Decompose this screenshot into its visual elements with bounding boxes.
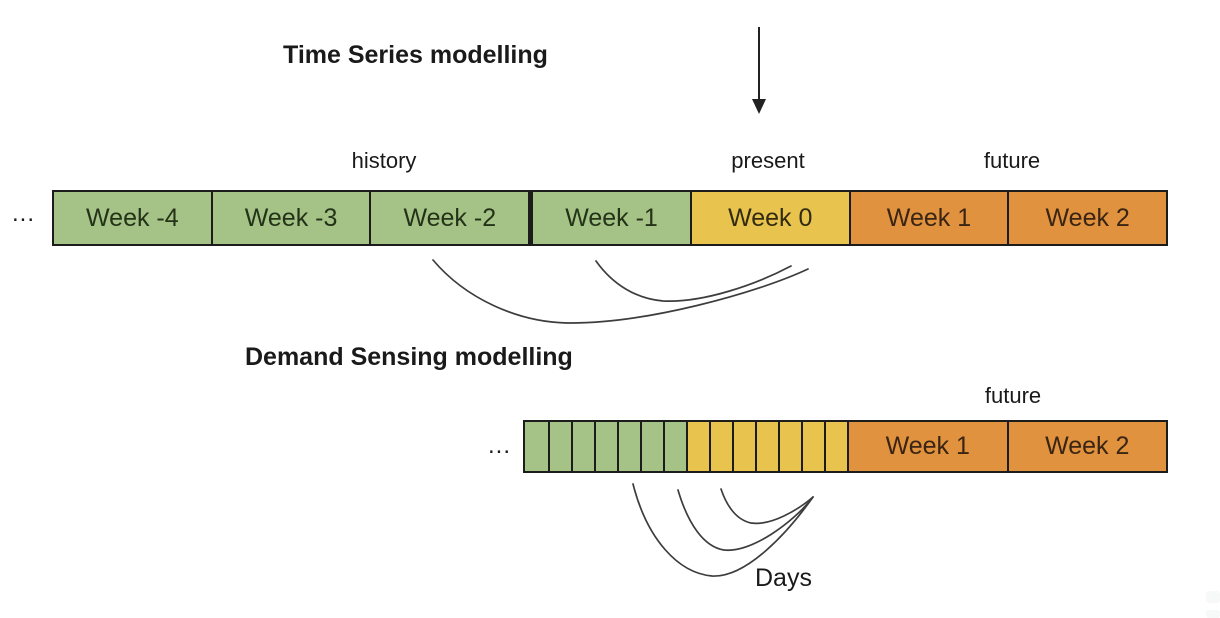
- week-cell-2: Week 2: [1007, 192, 1167, 244]
- history-swoosh-long: [432, 259, 809, 324]
- days-swoosh-medium: [677, 489, 814, 551]
- history-swoosh-short: [595, 260, 792, 302]
- day-cell-yellow: [755, 422, 778, 471]
- day-cells: [525, 422, 847, 471]
- time-series-title: Time Series modelling: [283, 41, 548, 69]
- day-cell-yellow: [778, 422, 801, 471]
- corner-artifact: [1206, 591, 1220, 603]
- demand-sensing-row: Week 1 Week 2: [523, 420, 1168, 473]
- week-cell-minus3: Week -3: [210, 192, 370, 244]
- days-swoosh-short: [720, 488, 814, 525]
- day-cell-green: [548, 422, 571, 471]
- future-label-top: future: [983, 148, 1041, 173]
- day-cell-yellow: [709, 422, 732, 471]
- days-swoosh-long: [632, 483, 814, 577]
- day-cell-green: [594, 422, 617, 471]
- week-cell-minus2: Week -2: [369, 192, 529, 244]
- history-label: history: [351, 148, 417, 173]
- history-ellipsis-top: ...: [12, 200, 36, 227]
- day-cell-yellow: [824, 422, 847, 471]
- day-cell-yellow: [801, 422, 824, 471]
- day-cell-green: [617, 422, 640, 471]
- corner-artifact: [1206, 610, 1220, 618]
- demand-sensing-title: Demand Sensing modelling: [245, 343, 573, 371]
- time-series-week-row: Week -4 Week -3 Week -2 Week -1 Week 0 W…: [52, 190, 1168, 246]
- day-cell-green: [571, 422, 594, 471]
- week-cell-minus4: Week -4: [54, 192, 211, 244]
- day-cell-yellow: [732, 422, 755, 471]
- ds-week-cell-1: Week 1: [847, 422, 1007, 471]
- days-label: Days: [755, 564, 812, 592]
- week-cell-1: Week 1: [848, 192, 1008, 244]
- ds-week-cell-2: Week 2: [1006, 422, 1166, 471]
- present-label: present: [731, 148, 805, 173]
- week-cell-minus1: Week -1: [528, 192, 690, 244]
- present-arrow: [752, 27, 766, 114]
- history-ellipsis-bottom: ...: [488, 432, 512, 459]
- day-cell-green: [663, 422, 686, 471]
- day-cell-green: [640, 422, 663, 471]
- future-label-bottom: future: [984, 383, 1042, 408]
- day-cell-green: [525, 422, 548, 471]
- day-cell-yellow: [686, 422, 709, 471]
- week-cell-0: Week 0: [689, 192, 849, 244]
